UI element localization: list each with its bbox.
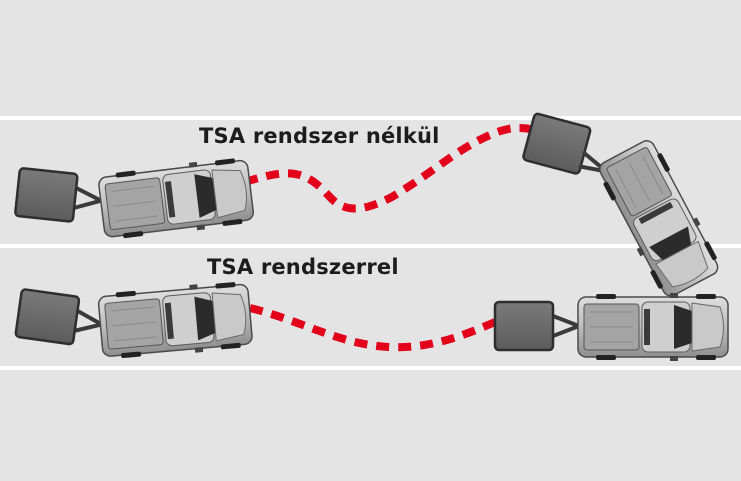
truck-bottom-right [577, 292, 729, 362]
lane-line-middle [0, 244, 741, 248]
label-without-tsa: TSA rendszer nélkül [199, 124, 440, 148]
stable-path-with-tsa [249, 304, 497, 352]
truck-bottom-left [96, 279, 254, 362]
sway-path-without-tsa [243, 123, 537, 213]
lane-line-bottom [0, 366, 741, 370]
lane-line-top [0, 116, 741, 120]
label-with-tsa: TSA rendszerrel [207, 255, 399, 279]
